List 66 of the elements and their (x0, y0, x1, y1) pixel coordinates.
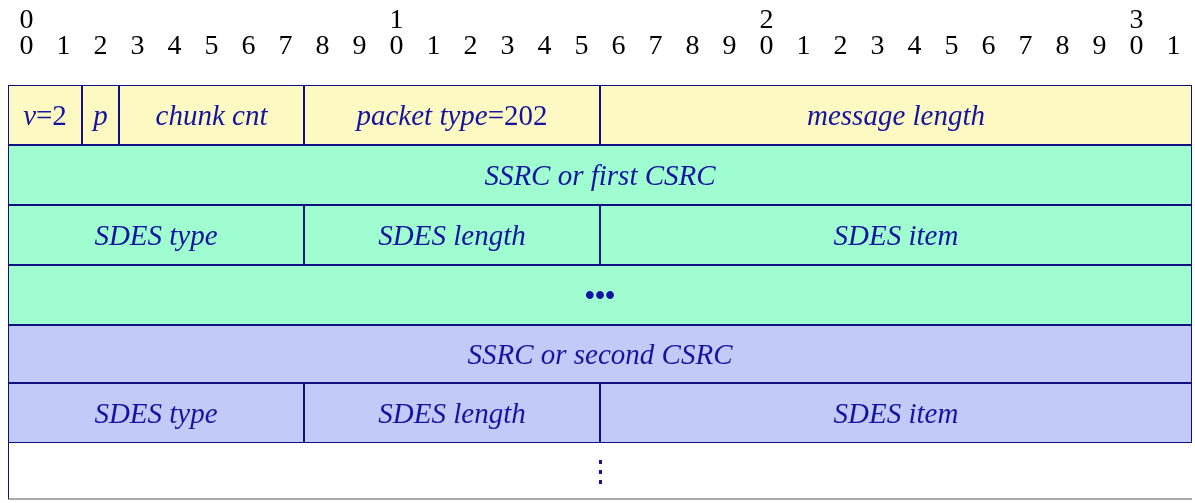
bit-number: 2 (92, 32, 109, 58)
continuation-row (8, 265, 1192, 325)
packet-field (8, 383, 304, 443)
bit-number: 7 (1017, 32, 1034, 58)
field-label: SSRC or second CSRC (467, 337, 733, 371)
bit-number: 2 (832, 32, 849, 58)
field-label: packet type=202 (356, 98, 548, 132)
field-label: p (93, 98, 108, 132)
bit-number: 0 (18, 32, 35, 58)
field-label: SDES item (833, 396, 959, 430)
field-label: SSRC or first CSRC (484, 158, 716, 192)
bit-number: 5 (573, 32, 590, 58)
bit-number: 5 (943, 32, 960, 58)
bit-number: 4 (906, 32, 923, 58)
packet-field (600, 383, 1192, 443)
bit-number: 6 (980, 32, 997, 58)
bit-number: 6 (240, 32, 257, 58)
packet-field (304, 383, 600, 443)
packet-field (82, 85, 119, 145)
packet-field (119, 85, 304, 145)
field-label: chunk cnt (155, 98, 268, 132)
field-label: SDES length (378, 396, 526, 430)
bit-number: 7 (277, 32, 294, 58)
packet-field (304, 85, 600, 145)
ellipsis: ••• (584, 278, 616, 312)
field-label: SDES item (833, 218, 959, 252)
bit-number: 3 (129, 32, 146, 58)
field-label: SDES length (378, 218, 526, 252)
bit-number: 1 (425, 32, 442, 58)
bit-number: 9 (351, 32, 368, 58)
bit-number: 1 (55, 32, 72, 58)
bit-number: 4 (536, 32, 553, 58)
bit-number: 8 (314, 32, 331, 58)
bit-number: 0 (1128, 32, 1145, 58)
field-label: SDES type (94, 218, 218, 252)
bit-number: 4 (166, 32, 183, 58)
bit-number: 3 (499, 32, 516, 58)
bit-number: 5 (203, 32, 220, 58)
bit-number: 2 (462, 32, 479, 58)
bit-number: 9 (721, 32, 738, 58)
field-label: SDES type (94, 396, 218, 430)
bit-number: 1 (388, 6, 405, 32)
bit-number: 3 (869, 32, 886, 58)
bit-number: 0 (18, 6, 35, 32)
packet-field (600, 85, 1192, 145)
bit-number: 1 (795, 32, 812, 58)
packet-field (8, 205, 304, 265)
packet-field (304, 205, 600, 265)
packet-field (8, 85, 82, 145)
bit-number: 3 (1128, 6, 1145, 32)
packet-field (8, 325, 1192, 383)
ellipsis: ⋮ (586, 453, 615, 488)
bit-number: 8 (1054, 32, 1071, 58)
bit-number: 0 (758, 32, 775, 58)
bit-number: 9 (1091, 32, 1108, 58)
field-label: message length (807, 98, 985, 132)
bit-number: 7 (647, 32, 664, 58)
bit-number: 2 (758, 6, 775, 32)
packet-field (600, 205, 1192, 265)
packet-field (8, 145, 1192, 205)
bit-number: 0 (388, 32, 405, 58)
bit-number: 1 (1165, 32, 1182, 58)
field-label: v=2 (23, 98, 67, 132)
bit-number: 8 (684, 32, 701, 58)
open-row (8, 443, 1192, 500)
bit-number: 6 (610, 32, 627, 58)
